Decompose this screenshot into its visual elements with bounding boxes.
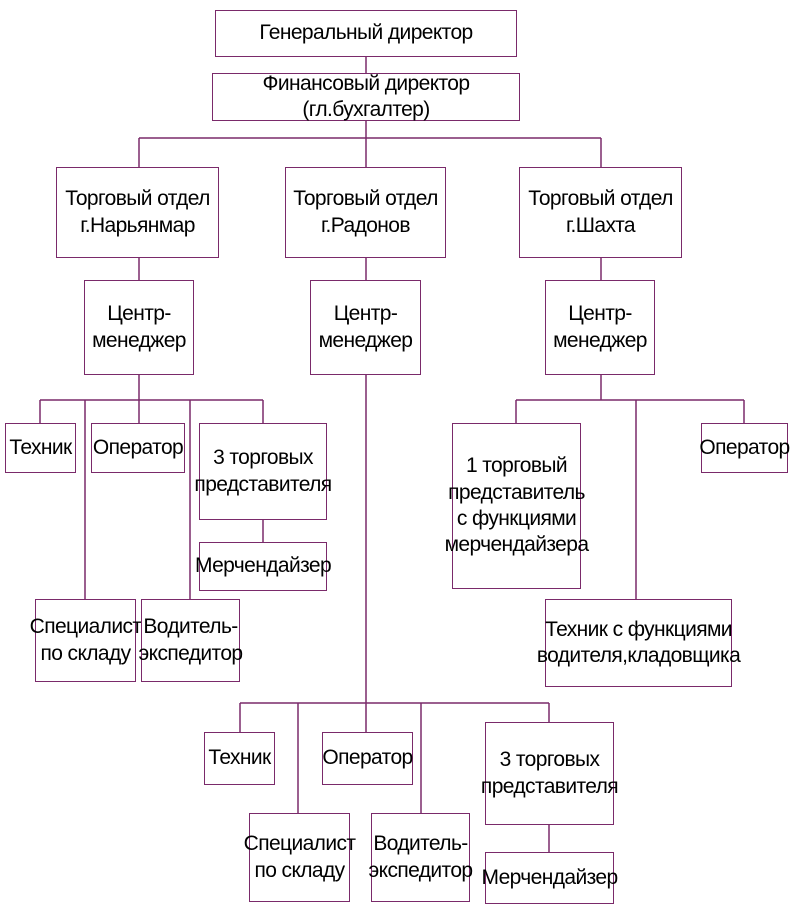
node-manager-naryanmar: Центр- менеджер xyxy=(84,280,194,375)
node-technician-radonov: Техник xyxy=(204,732,275,785)
node-warehouse-specialist-naryanmar: Специалист по складу xyxy=(30,599,142,682)
node-manager-radonov: Центр- менеджер xyxy=(310,280,421,375)
node-sales-reps-radonov: 3 торговых представителя xyxy=(481,722,619,825)
node-dept-radonov: Торговый отдел г.Радонов xyxy=(285,167,446,258)
node-warehouse-specialist-radonov: Специалист по складу xyxy=(244,813,356,902)
node-technician-shakhta: Техник с функциями водителя,кладовщика xyxy=(537,599,741,687)
node-manager-shakhta: Центр- менеджер xyxy=(545,280,655,375)
node-driver-naryanmar: Водитель- экспедитор xyxy=(139,599,243,682)
node-general-director: Генеральный директор xyxy=(215,10,517,57)
node-dept-naryanmar: Торговый отдел г.Нарьянмар xyxy=(56,167,219,258)
node-merchandiser-naryanmar: Мерчендайзер xyxy=(195,542,332,591)
node-financial-director: Финансовый директор (гл.бухгалтер) xyxy=(212,72,520,121)
node-operator-shakhta: Оператор xyxy=(699,423,790,473)
node-driver-radonov: Водитель- экспедитор xyxy=(369,813,473,902)
node-sales-reps-naryanmar: 3 торговых представителя xyxy=(194,423,332,520)
node-operator-naryanmar: Оператор xyxy=(91,423,185,473)
node-technician-naryanmar: Техник xyxy=(5,423,76,473)
node-operator-radonov: Оператор xyxy=(322,732,413,785)
node-sales-rep-shakhta: 1 торговый представитель с функциями мер… xyxy=(445,423,589,589)
node-merchandiser-radonov: Мерчендайзер xyxy=(481,852,618,904)
node-dept-shakhta: Торговый отдел г.Шахта xyxy=(519,167,682,258)
